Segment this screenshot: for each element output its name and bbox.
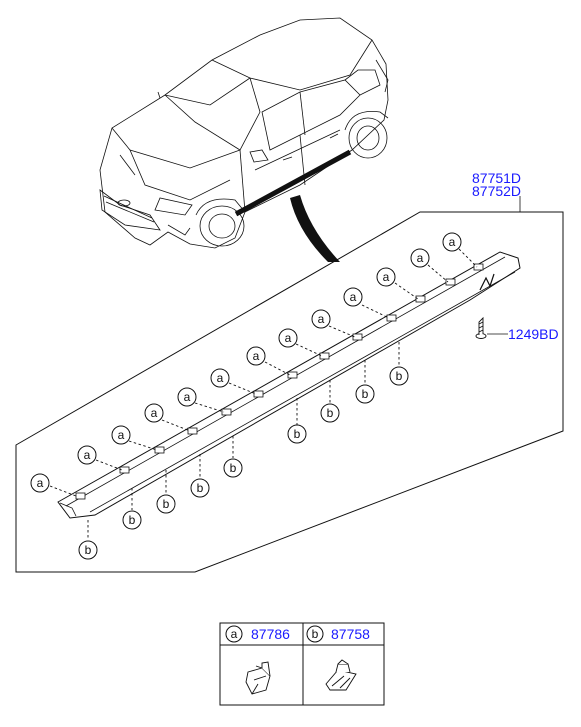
highlighted-side-sill bbox=[234, 149, 352, 217]
svg-text:a: a bbox=[449, 235, 456, 249]
part-number-87752d[interactable]: 87752D bbox=[472, 183, 521, 199]
svg-text:b: b bbox=[85, 543, 92, 557]
callout-a[interactable]: a bbox=[442, 232, 462, 252]
callout-a[interactable]: a bbox=[111, 425, 131, 445]
svg-text:b: b bbox=[312, 627, 319, 641]
svg-text:a: a bbox=[285, 331, 292, 345]
legend-part-number-a: 87786 bbox=[251, 626, 290, 642]
callouts-b: b b b b b b b b b bbox=[78, 366, 409, 560]
svg-text:a: a bbox=[184, 390, 191, 404]
callout-a[interactable]: a bbox=[278, 328, 298, 348]
svg-text:a: a bbox=[151, 406, 158, 420]
callout-leaders bbox=[49, 248, 478, 540]
side-sill-moulding bbox=[57, 251, 521, 519]
svg-text:a: a bbox=[253, 349, 260, 363]
callout-b[interactable]: b bbox=[355, 384, 375, 404]
callout-b[interactable]: b bbox=[223, 458, 243, 478]
clip-b-icon bbox=[325, 659, 357, 691]
svg-text:b: b bbox=[294, 427, 301, 441]
part-number-87751d[interactable]: 87751D bbox=[472, 170, 521, 186]
callout-b[interactable]: b bbox=[389, 366, 409, 386]
svg-text:b: b bbox=[327, 406, 334, 420]
callout-b[interactable]: b bbox=[122, 510, 142, 530]
callout-a[interactable]: a bbox=[410, 248, 430, 268]
callout-a[interactable]: a bbox=[144, 403, 164, 423]
svg-text:b: b bbox=[163, 497, 170, 511]
callout-b[interactable]: b bbox=[287, 424, 307, 444]
callout-b[interactable]: b bbox=[156, 494, 176, 514]
svg-text:b: b bbox=[396, 369, 403, 383]
clip-a-icon bbox=[245, 661, 271, 695]
car-illustration bbox=[99, 17, 389, 249]
callout-b[interactable]: b bbox=[78, 540, 98, 560]
callout-a[interactable]: a bbox=[177, 387, 197, 407]
legend-item-a[interactable]: a 87786 bbox=[225, 625, 290, 643]
leader-arrow bbox=[290, 195, 340, 262]
svg-text:a: a bbox=[383, 270, 390, 284]
svg-text:b: b bbox=[197, 481, 204, 495]
callout-a[interactable]: a bbox=[376, 267, 396, 287]
svg-text:a: a bbox=[118, 428, 125, 442]
callout-a[interactable]: a bbox=[246, 346, 266, 366]
svg-text:a: a bbox=[350, 290, 357, 304]
screw-icon bbox=[475, 316, 487, 339]
svg-text:a: a bbox=[318, 312, 325, 326]
assembly-frame bbox=[15, 211, 564, 573]
callout-a[interactable]: a bbox=[343, 287, 363, 307]
svg-text:b: b bbox=[230, 461, 237, 475]
callouts-a: a a a a a a a a a a a a a bbox=[30, 232, 462, 493]
legend-item-b[interactable]: b 87758 bbox=[306, 625, 370, 643]
callout-b[interactable]: b bbox=[190, 478, 210, 498]
svg-text:a: a bbox=[231, 627, 238, 641]
callout-a[interactable]: a bbox=[311, 309, 331, 329]
svg-text:a: a bbox=[84, 448, 91, 462]
svg-text:a: a bbox=[37, 476, 44, 490]
legend-part-number-b: 87758 bbox=[331, 626, 370, 642]
svg-text:b: b bbox=[129, 513, 136, 527]
callout-b[interactable]: b bbox=[320, 403, 340, 423]
callout-a[interactable]: a bbox=[30, 473, 50, 493]
svg-text:a: a bbox=[217, 371, 224, 385]
legend-table: a 87786 b 87758 bbox=[219, 622, 385, 706]
clip-positions bbox=[75, 263, 484, 500]
part-number-1249bd[interactable]: 1249BD bbox=[508, 326, 559, 342]
callout-a[interactable]: a bbox=[210, 368, 230, 388]
svg-text:a: a bbox=[417, 251, 424, 265]
callout-a[interactable]: a bbox=[77, 445, 97, 465]
svg-text:b: b bbox=[362, 387, 369, 401]
